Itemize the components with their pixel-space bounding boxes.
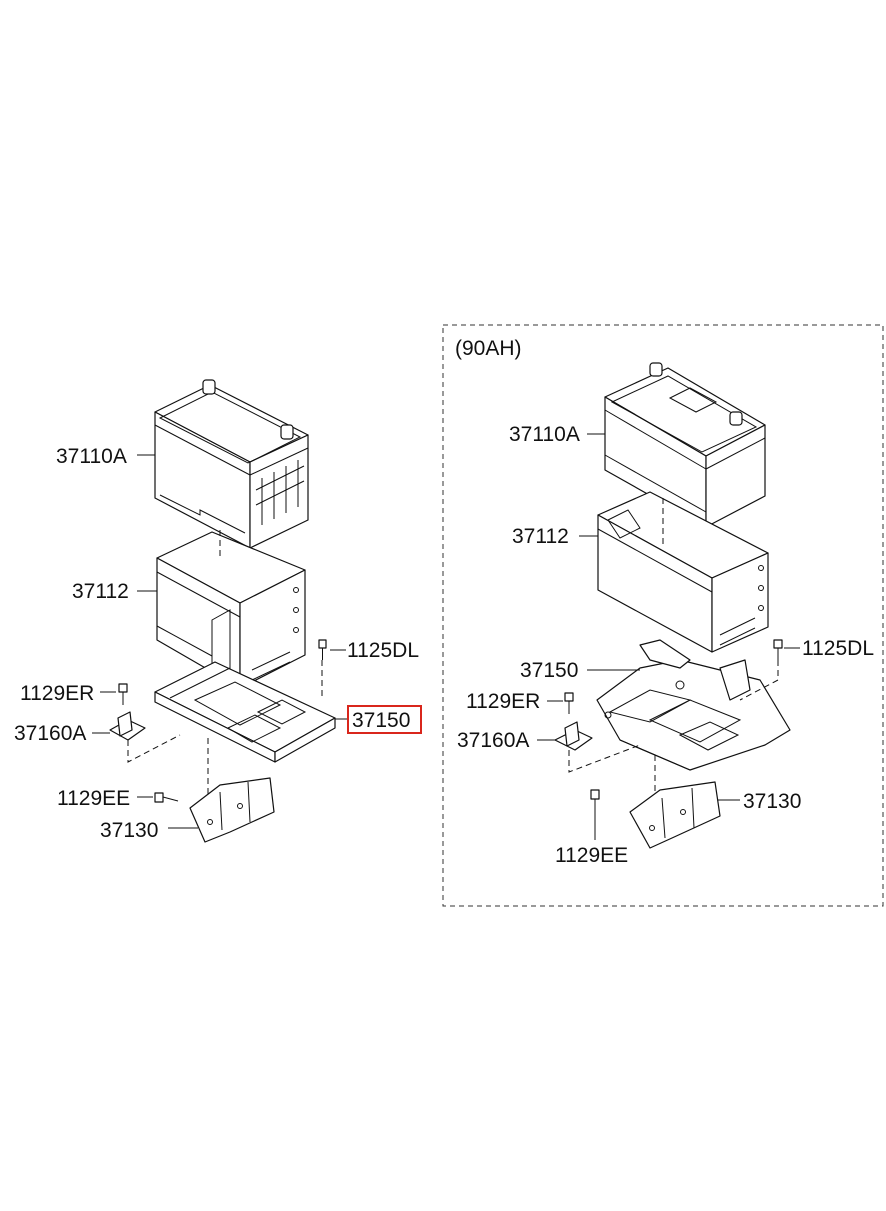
right-bolt-1129ee[interactable]: [590, 789, 600, 840]
left-tray[interactable]: [154, 661, 336, 763]
right-label-37150[interactable]: 37150: [520, 659, 578, 682]
left-bracket-37130[interactable]: [189, 777, 275, 843]
left-label-37112[interactable]: 37112: [72, 580, 129, 603]
right-clamp-37160a[interactable]: [554, 721, 593, 751]
left-assembly: 37110A 37112 1125DL 1129ER 37160A 1129EE…: [14, 379, 422, 843]
right-tray[interactable]: [596, 639, 791, 771]
left-clamp-dash: [127, 734, 181, 763]
left-battery[interactable]: [154, 379, 309, 549]
right-bolt-1129er[interactable]: [564, 692, 574, 714]
left-label-1129ee[interactable]: 1129EE: [57, 787, 130, 810]
right-label-1125dl[interactable]: 1125DL: [802, 637, 874, 660]
left-bolt-1125dl[interactable]: [318, 639, 327, 660]
right-label-1129er[interactable]: 1129ER: [466, 690, 540, 713]
right-tray-dash-2: [739, 679, 779, 701]
left-label-37160a[interactable]: 37160A: [14, 722, 86, 745]
right-label-37130[interactable]: 37130: [743, 790, 801, 813]
left-bolt-1129er[interactable]: [118, 683, 128, 705]
right-label-37160a[interactable]: 37160A: [457, 729, 529, 752]
variant-title: (90AH): [455, 337, 522, 360]
right-assembly: 37110A 37112 37150 1125DL 1129ER 37160A …: [457, 362, 874, 867]
left-bolt-1129ee[interactable]: [154, 792, 179, 803]
right-insulator[interactable]: [597, 491, 769, 653]
left-label-1129er[interactable]: 1129ER: [20, 682, 94, 705]
right-label-1129ee[interactable]: 1129EE: [555, 844, 628, 867]
left-label-37110a[interactable]: 37110A: [56, 445, 127, 468]
left-label-37150[interactable]: 37150: [352, 709, 410, 732]
right-battery[interactable]: [604, 362, 766, 528]
right-bolt-1125dl[interactable]: [773, 639, 783, 660]
left-insulator[interactable]: [156, 530, 306, 689]
left-label-1125dl[interactable]: 1125DL: [347, 639, 419, 662]
highlight-box: [347, 705, 422, 734]
variant-frame-90ah: [442, 324, 884, 907]
right-clamp-dash: [568, 744, 641, 773]
right-label-37110a[interactable]: 37110A: [509, 423, 580, 446]
left-label-37130[interactable]: 37130: [100, 819, 158, 842]
right-bracket-37130[interactable]: [629, 781, 721, 849]
left-clamp-37160a[interactable]: [109, 711, 146, 741]
right-label-37112[interactable]: 37112: [512, 525, 569, 548]
